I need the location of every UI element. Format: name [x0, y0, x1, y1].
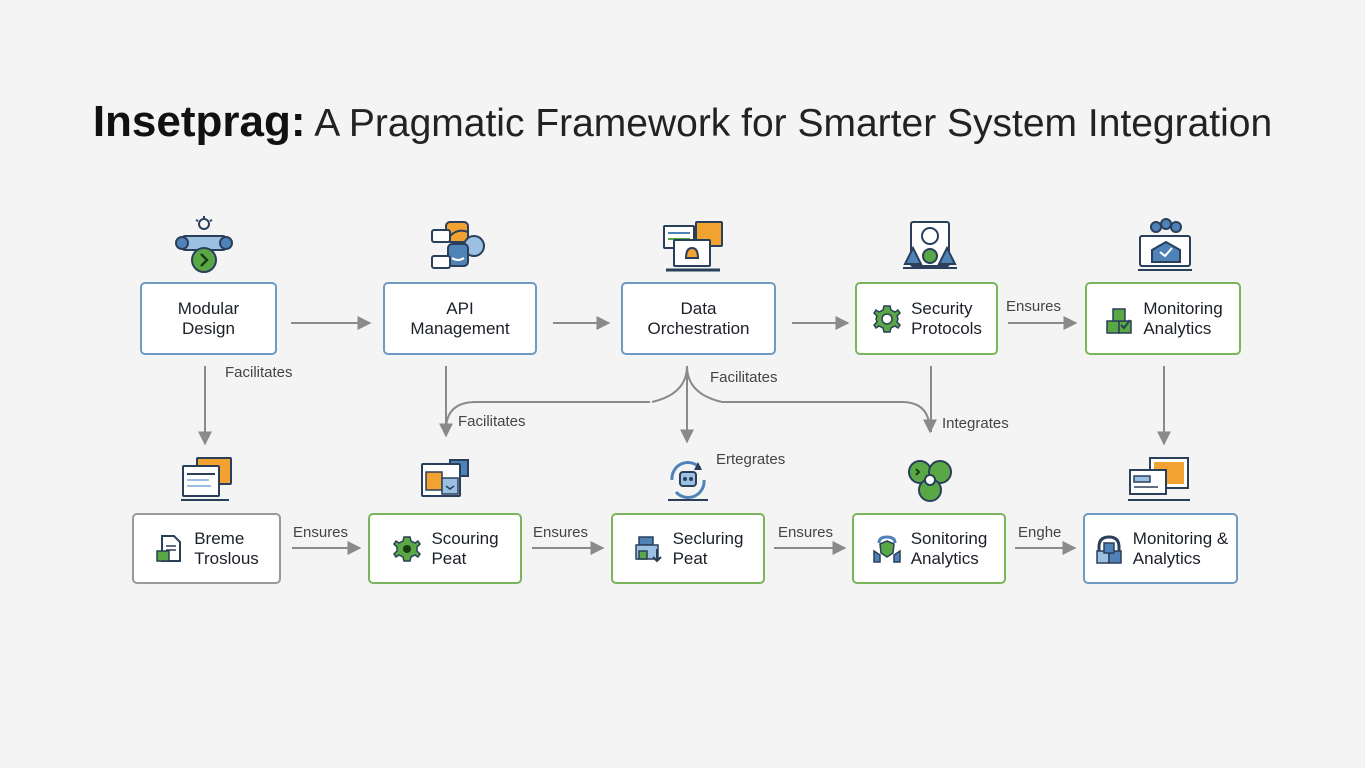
node-line-2: Analytics: [1132, 548, 1201, 568]
node-line-1: Data: [680, 298, 717, 318]
gear-cycle-icon: [175, 216, 233, 273]
node-line-1: Scouring: [431, 528, 499, 548]
label-ensures-top: Ensures: [1006, 298, 1062, 315]
node-line-2: Design: [182, 318, 235, 338]
cycle-robot-icon: [668, 461, 708, 501]
hands-shield-icon: [872, 534, 901, 563]
title-rest: A Pragmatic Framework for Smarter System…: [305, 102, 1273, 145]
dashboard-windows-icon: [663, 221, 723, 272]
title-strong: Insetprag:: [92, 97, 306, 146]
document-icon: [156, 534, 182, 562]
api-connect-icon: [431, 221, 485, 269]
label-facilitates-left: Facilitates: [225, 364, 293, 381]
node-line-1: API: [446, 298, 474, 318]
node-line-1: Security: [911, 298, 973, 318]
label-enghe: Enghe: [1018, 524, 1062, 541]
browser-windows-icon: [181, 457, 232, 501]
node-line-1: Monitoring: [1143, 298, 1223, 318]
node-line-1: Modular: [177, 298, 240, 318]
network-circles-icon: [908, 460, 952, 502]
node-line-2: Orchestration: [647, 318, 750, 338]
edge-hub-right: [722, 401, 937, 434]
edge-hub-left: [445, 401, 650, 431]
window-code-icon: [421, 459, 469, 497]
page-title: Insetprag: A Pragmatic Framework for Sma…: [0, 97, 1365, 149]
node-line-2: Management: [410, 318, 510, 338]
monitor-panel-icon: [1128, 457, 1190, 501]
node-line-2: Analytics: [1143, 318, 1212, 338]
team-shield-icon: [903, 221, 957, 269]
node-line-1: Secluring: [672, 528, 744, 548]
laptop-arrow-icon: [634, 535, 662, 562]
gear-icon: [393, 535, 422, 562]
arch-blocks-icon: [1096, 534, 1122, 564]
label-ensures-b1: Ensures: [293, 524, 349, 541]
node-line-2: Protocols: [911, 318, 982, 338]
node-line-2: Peat: [431, 548, 467, 568]
label-ensures-b2: Ensures: [533, 524, 589, 541]
node-monitoring-analytics-bottom[interactable]: Monitoring &Analytics: [1083, 513, 1238, 584]
gear-icon: [873, 304, 902, 333]
node-line-2: Troslous: [194, 548, 259, 568]
node-line-1: Breme: [194, 528, 245, 548]
label-integrates: Integrates: [942, 415, 1009, 432]
node-line-1: Monitoring &: [1132, 528, 1229, 548]
node-line-1: Sonitoring: [910, 528, 988, 548]
edge-hub-center: [651, 365, 723, 442]
node-line-2: Peat: [672, 548, 708, 568]
label-ensures-b3: Ensures: [778, 524, 834, 541]
label-facilitates-center: Facilitates: [710, 369, 778, 386]
label-ertegrates: Ertegrates: [716, 451, 786, 468]
label-facilitates-mid: Facilitates: [458, 413, 526, 430]
check-blocks-icon: [1106, 307, 1133, 334]
node-line-2: Analytics: [910, 548, 979, 568]
monitor-team-icon: [1138, 218, 1192, 271]
